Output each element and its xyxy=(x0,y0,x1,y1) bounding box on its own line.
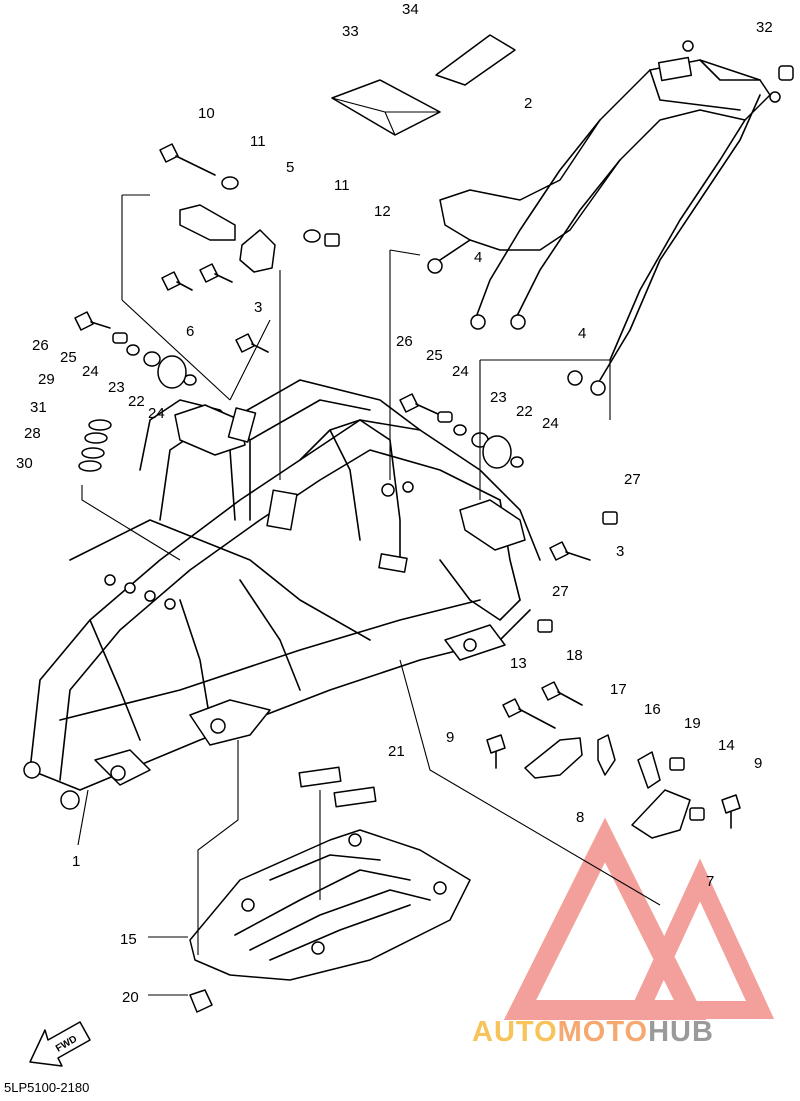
brand-part-hub: HUB xyxy=(648,1016,714,1048)
brand-part-moto: MOTO xyxy=(557,1016,649,1048)
callout-30: 30 xyxy=(16,455,33,472)
callout-15: 15 xyxy=(120,931,137,948)
callout-23b: 23 xyxy=(490,389,507,406)
callout-1: 1 xyxy=(72,853,80,870)
watermark-brand: AUTOMOTOHUB xyxy=(472,1016,714,1049)
callout-11: 11 xyxy=(250,133,266,150)
fwd-arrow: FWD xyxy=(29,1021,91,1067)
callout-23: 23 xyxy=(108,379,125,396)
diagram-code: 5LP5100-2180 xyxy=(4,1080,90,1095)
watermark-logo xyxy=(503,817,775,1020)
callout-27: 27 xyxy=(624,471,641,488)
callout-9b: 9 xyxy=(754,755,762,772)
callout-34: 34 xyxy=(402,1,419,18)
callout-3b: 3 xyxy=(616,543,624,560)
callout-22b: 22 xyxy=(516,403,533,420)
rear-subframe xyxy=(427,40,781,396)
callout-13: 13 xyxy=(510,655,527,672)
hardware-parts xyxy=(74,34,794,1013)
callout-3: 3 xyxy=(254,299,262,316)
callout-24c: 24 xyxy=(452,363,469,380)
callout-17: 17 xyxy=(610,681,627,698)
callout-18: 18 xyxy=(566,647,583,664)
callout-4b: 4 xyxy=(578,325,586,342)
callout-10: 10 xyxy=(198,105,215,122)
callout-7: 7 xyxy=(706,873,714,890)
callout-2: 2 xyxy=(524,95,532,112)
skid-plate xyxy=(189,829,471,981)
callout-32: 32 xyxy=(756,19,773,36)
callout-16: 16 xyxy=(644,701,661,718)
callout-4: 4 xyxy=(474,249,482,266)
callout-24b: 24 xyxy=(148,405,165,422)
callout-labels: 1 2 3 3 4 4 5 6 7 8 9 9 10 11 11 12 13 1… xyxy=(16,1,773,1006)
callout-6: 6 xyxy=(186,323,194,340)
callout-21: 21 xyxy=(388,743,405,760)
callout-8: 8 xyxy=(576,809,584,826)
callout-20: 20 xyxy=(122,989,139,1006)
callout-25b: 25 xyxy=(426,347,443,364)
callout-25: 25 xyxy=(60,349,77,366)
leader-lines xyxy=(77,194,661,996)
callout-22: 22 xyxy=(128,393,145,410)
callout-11b: 11 xyxy=(334,177,350,194)
callout-24: 24 xyxy=(82,363,99,380)
callout-19: 19 xyxy=(684,715,701,732)
callout-27b: 27 xyxy=(552,583,569,600)
main-frame xyxy=(23,379,541,810)
callout-29: 29 xyxy=(38,371,55,388)
callout-33: 33 xyxy=(342,23,359,40)
callout-31: 31 xyxy=(30,399,47,416)
callout-5: 5 xyxy=(286,159,294,176)
callout-26b: 26 xyxy=(396,333,413,350)
callout-26: 26 xyxy=(32,337,49,354)
brand-part-auto: AUTO xyxy=(472,1016,558,1048)
callout-9: 9 xyxy=(446,729,454,746)
callout-28: 28 xyxy=(24,425,41,442)
callout-14: 14 xyxy=(718,737,735,754)
callout-24d: 24 xyxy=(542,415,559,432)
callout-12: 12 xyxy=(374,203,391,220)
